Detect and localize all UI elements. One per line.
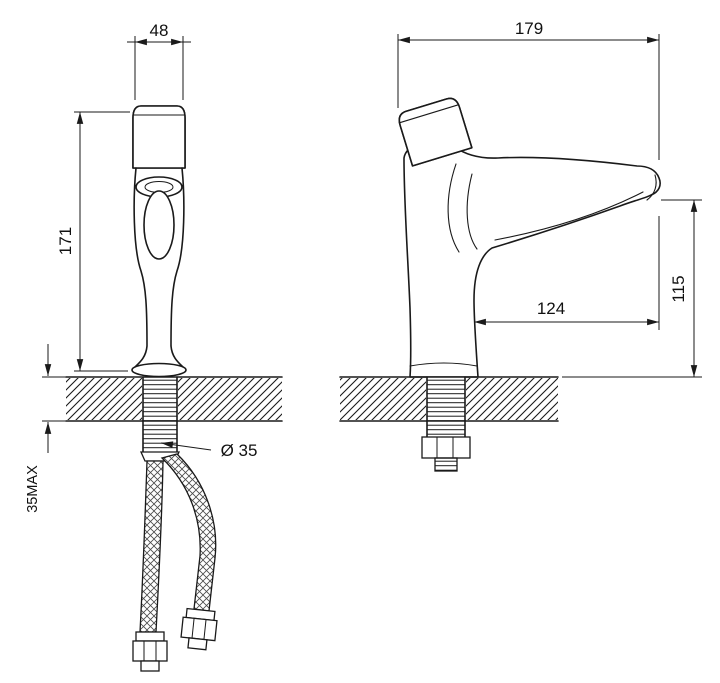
loop-contour-front xyxy=(447,163,460,253)
threaded-stud xyxy=(434,457,458,472)
body-left-edge xyxy=(132,167,148,370)
side-view: 179 xyxy=(339,19,702,472)
fitting-nut xyxy=(132,640,168,662)
front-width-dimension: 48 xyxy=(127,21,191,100)
deck-thickness-dimension: 35MAX xyxy=(25,344,66,513)
loop-contour-back xyxy=(466,173,478,250)
body-right-edge xyxy=(170,167,186,370)
nut-facet xyxy=(203,619,207,640)
dim-label-length: 179 xyxy=(515,19,543,38)
knob-cap-line xyxy=(398,104,460,124)
hose-left-fitting xyxy=(132,631,168,672)
dim-label-spout-height: 115 xyxy=(669,275,688,302)
spout-contour xyxy=(494,191,644,241)
nut-facet xyxy=(191,618,195,639)
hose-left xyxy=(139,460,164,633)
dim-label-shank-diameter: Ø 35 xyxy=(221,441,258,460)
faucet-front-body xyxy=(131,105,187,378)
shank-diameter-callout: Ø 35 xyxy=(160,441,258,460)
hose-right-fitting xyxy=(180,607,218,651)
dim-label-reach: 124 xyxy=(537,299,565,318)
handle-knob-stroke xyxy=(132,105,186,169)
faucet-side-body xyxy=(398,97,661,378)
supply-hoses xyxy=(132,453,218,672)
dim-label-height: 171 xyxy=(56,227,75,255)
base-line xyxy=(409,362,478,367)
front-height-dimension: 171 xyxy=(56,111,130,372)
mounting-nut xyxy=(421,436,471,459)
side-shank xyxy=(421,376,471,472)
leader-line xyxy=(160,441,212,451)
body-outline xyxy=(403,137,661,378)
side-length-dimension: 179 xyxy=(397,19,660,160)
dim-label-width: 48 xyxy=(150,21,169,40)
spout-tip-contour xyxy=(646,174,657,201)
knob-stroke xyxy=(398,97,473,167)
base-flange xyxy=(131,362,187,378)
hose-right xyxy=(160,453,217,612)
shank-threads xyxy=(427,378,465,437)
spout-reach-dimension: 124 xyxy=(474,216,660,330)
fitting-cap xyxy=(140,660,160,672)
front-shank xyxy=(139,376,181,462)
front-view: 48 171 xyxy=(25,21,283,672)
dim-label-deck-thickness: 35MAX xyxy=(25,465,41,513)
fitting-nut xyxy=(180,616,218,642)
loop-opening xyxy=(143,190,175,260)
spout-height-dimension: 115 xyxy=(562,199,702,378)
shank-threads xyxy=(143,378,177,451)
fitting-sleeve xyxy=(135,631,165,642)
handle-knob-side xyxy=(398,97,473,167)
fitting-cap xyxy=(187,637,208,651)
